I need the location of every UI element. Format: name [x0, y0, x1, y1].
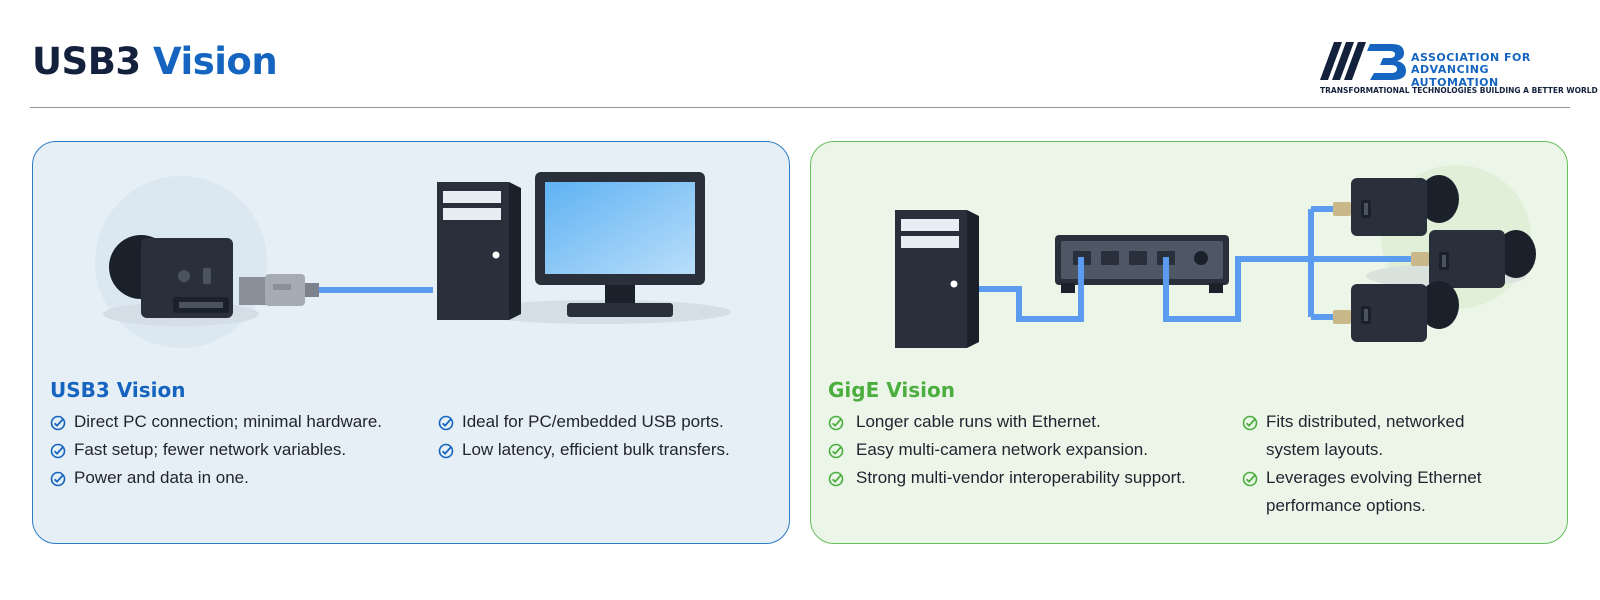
camera-icon	[95, 176, 267, 348]
list-item: Direct PC connection; minimal hardware.	[50, 408, 382, 436]
header-divider	[30, 107, 1570, 108]
usb3-benefit-2: Fast setup; fewer network variables.	[74, 440, 347, 459]
gige-benefit-2: Easy multi-camera network expansion.	[856, 440, 1148, 459]
gige-benefit-5: Leverages evolving Ethernet performance …	[1266, 468, 1482, 515]
tower-pc-icon	[437, 182, 521, 320]
page-title: USB3 Vision	[32, 40, 278, 83]
list-item: Easy multi-camera network expansion.	[828, 436, 1186, 464]
usb3-heading: USB3 Vision	[50, 378, 186, 402]
gige-benefits-col2: Fits distributed, networked system layou…	[1242, 408, 1506, 520]
check-circle-icon	[828, 443, 844, 459]
logo-tagline: TRANSFORMATIONAL TECHNOLOGIES BUILDING A…	[1320, 86, 1598, 95]
ethernet-cable	[979, 206, 1411, 322]
gige-benefits-col1: Longer cable runs with Ethernet. Easy mu…	[828, 408, 1186, 492]
list-item: Power and data in one.	[50, 464, 382, 492]
usb3-benefit-1: Direct PC connection; minimal hardware.	[74, 412, 383, 431]
camera-icon	[1429, 230, 1536, 288]
a3-logo: ASSOCIATION FOR ADVANCING AUTOMATION TRA…	[1320, 38, 1598, 100]
camera-icon	[1351, 175, 1459, 236]
check-circle-icon	[1242, 471, 1258, 487]
check-circle-icon	[50, 415, 66, 431]
usb3-benefits-col2: Ideal for PC/embedded USB ports. Low lat…	[438, 408, 730, 464]
list-item: Strong multi-vendor interoperability sup…	[828, 464, 1186, 492]
check-circle-icon	[438, 443, 454, 459]
check-circle-icon	[438, 415, 454, 431]
logo-line2: ADVANCING AUTOMATION	[1411, 63, 1499, 89]
a3-logo-mark-icon	[1320, 42, 1406, 80]
check-circle-icon	[828, 471, 844, 487]
gige-benefit-4: Fits distributed, networked system layou…	[1266, 412, 1465, 459]
rj45-connector-icon	[1333, 202, 1429, 324]
list-item: Low latency, efficient bulk transfers.	[438, 436, 730, 464]
list-item: Leverages evolving Ethernet performance …	[1242, 464, 1506, 520]
camera-icon	[1351, 281, 1459, 342]
title-vision: Vision	[153, 40, 278, 83]
usb3-benefits-col1: Direct PC connection; minimal hardware. …	[50, 408, 382, 492]
check-circle-icon	[50, 471, 66, 487]
usb3-benefit-4: Ideal for PC/embedded USB ports.	[462, 412, 724, 431]
gige-heading: GigE Vision	[828, 378, 955, 402]
usb3-benefit-5: Low latency, efficient bulk transfers.	[462, 440, 730, 459]
list-item: Longer cable runs with Ethernet.	[828, 408, 1186, 436]
logo-line1: ASSOCIATION FOR	[1411, 51, 1531, 64]
usb-plug-icon	[239, 274, 319, 306]
list-item: Ideal for PC/embedded USB ports.	[438, 408, 730, 436]
monitor-icon	[535, 172, 705, 317]
check-circle-icon	[1242, 415, 1258, 431]
check-circle-icon	[50, 443, 66, 459]
check-circle-icon	[828, 415, 844, 431]
usb3-panel: USB3 Vision Direct PC connection; minima…	[32, 141, 790, 544]
title-usb3: USB3	[32, 40, 141, 83]
gige-illustration	[895, 165, 1536, 348]
tower-pc-icon	[895, 210, 979, 348]
gige-panel: GigE Vision Longer cable runs with Ether…	[810, 141, 1568, 544]
usb3-benefit-3: Power and data in one.	[74, 468, 249, 487]
list-item: Fits distributed, networked system layou…	[1242, 408, 1506, 464]
list-item: Fast setup; fewer network variables.	[50, 436, 382, 464]
gige-benefit-1: Longer cable runs with Ethernet.	[856, 412, 1101, 431]
usb3-illustration	[95, 172, 731, 348]
gige-benefit-3: Strong multi-vendor interoperability sup…	[856, 468, 1186, 487]
